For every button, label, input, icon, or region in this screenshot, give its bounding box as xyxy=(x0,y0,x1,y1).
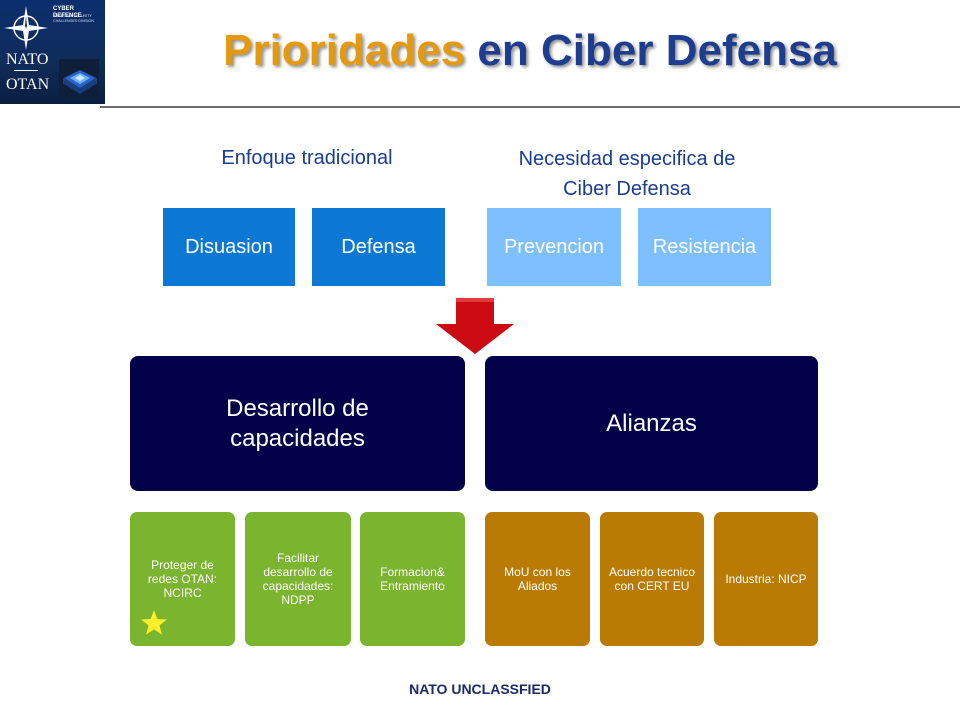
training-label: Formacion& Entramiento xyxy=(380,565,445,593)
logo-division-title: CYBER DEFENCE xyxy=(53,6,82,19)
training-block: Formacion& Entramiento xyxy=(360,512,465,646)
prevention-box: Prevencion xyxy=(487,208,621,286)
protect-nato-networks-label: Proteger de redes OTAN: NCIRC xyxy=(147,558,218,600)
title-divider xyxy=(100,106,960,108)
title-accent-word: Prioridades xyxy=(223,26,466,75)
page-title: Prioridades en Ciber Defensa xyxy=(150,25,910,77)
logo-otan-text: OTAN xyxy=(6,76,50,93)
resilience-box: Resistencia xyxy=(638,208,771,286)
cyber-defence-need-heading: Necesidad especifica de Ciber Defensa xyxy=(518,148,736,200)
cyber-chip-icon xyxy=(59,59,99,97)
capability-development-block: Desarrollo de capacidades xyxy=(130,356,465,491)
nato-compass-icon xyxy=(4,6,48,50)
star-icon xyxy=(141,610,167,635)
nato-logo: NATO OTAN CYBER DEFENCE EMERGING SECURIT… xyxy=(0,0,105,104)
cert-eu-agreement-block: Acuerdo tecnico con CERT EU xyxy=(600,512,704,646)
logo-separator xyxy=(14,70,38,71)
defence-box: Defensa xyxy=(312,208,445,286)
logo-nato-text: NATO xyxy=(6,51,49,68)
title-rest: en Ciber Defensa xyxy=(465,26,837,75)
traditional-approach-heading: Enfoque tradicional xyxy=(221,147,393,169)
logo-division-subtitle: EMERGING SECURITY CHALLENGES DIVISION xyxy=(53,14,94,23)
classification-footer: NATO UNCLASSFIED xyxy=(409,681,551,697)
mou-allies-block: MoU con los Aliados xyxy=(485,512,590,646)
down-arrow-icon xyxy=(436,298,514,354)
alliances-block: Alianzas xyxy=(485,356,818,491)
cert-eu-agreement-label: Acuerdo tecnico con CERT EU xyxy=(608,565,696,593)
alliances-label: Alianzas xyxy=(606,409,697,437)
capability-development-ndpp-label: Facilitar desarrollo de capacidades: NDP… xyxy=(262,551,334,607)
industry-nicp-block: Industria: NICP xyxy=(714,512,818,646)
deterrence-box: Disuasion xyxy=(163,208,295,286)
industry-nicp-label: Industria: NICP xyxy=(725,572,807,586)
capability-development-ndpp-block: Facilitar desarrollo de capacidades: NDP… xyxy=(245,512,351,646)
mou-allies-label: MoU con los Aliados xyxy=(504,565,571,593)
capability-development-label: Desarrollo de capacidades xyxy=(226,394,369,452)
